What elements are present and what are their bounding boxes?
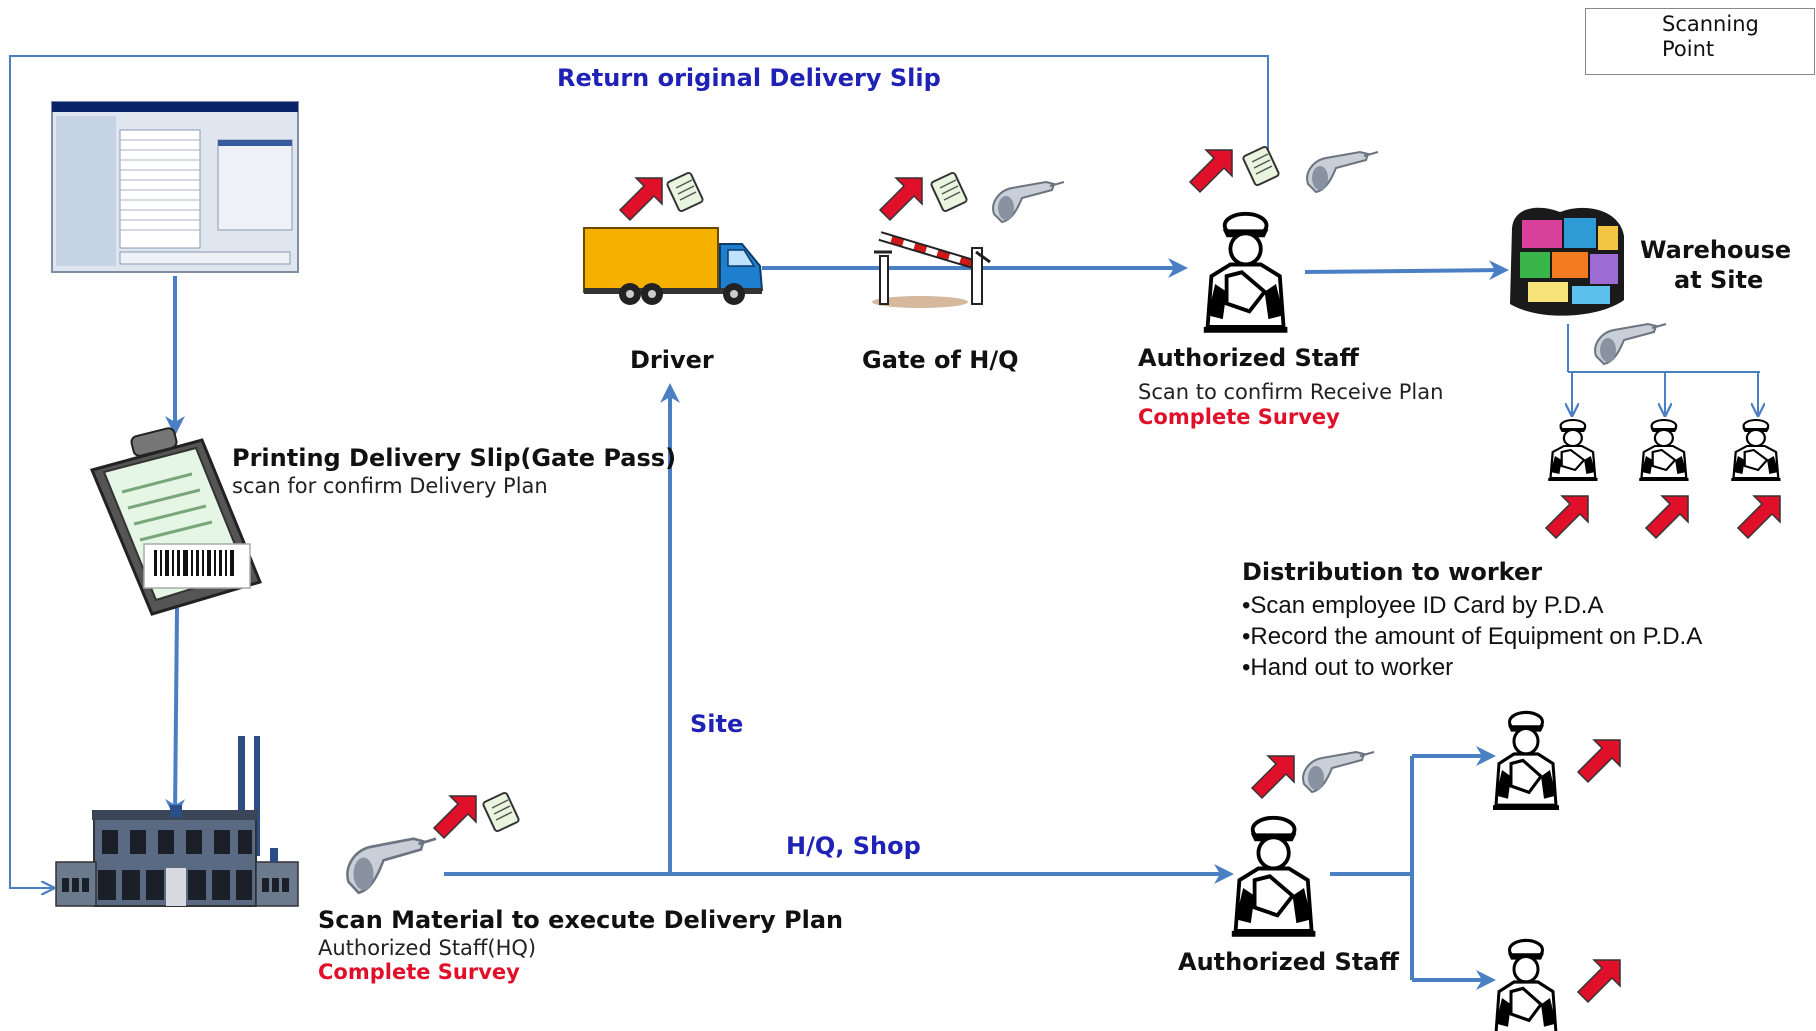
- warehouse-label-line1: Warehouse: [1640, 236, 1792, 264]
- scanning-point-arrow-icon: [1577, 959, 1621, 1003]
- authorized-staff-top-status: Complete Survey: [1138, 405, 1340, 429]
- distribution-title: Distribution to worker: [1242, 558, 1543, 586]
- printing-slip-subtitle: scan for confirm Delivery Plan: [232, 474, 548, 498]
- distribution-item: Scan employee ID Card by P.D.A: [1242, 590, 1603, 621]
- edge-slip-to-factory: [165, 607, 186, 819]
- computer-screen-image: [51, 101, 299, 273]
- gate-label: Gate of H/Q: [862, 346, 1019, 374]
- hq-shop-label: H/Q, Shop: [786, 832, 921, 860]
- site-worker-2: [1638, 418, 1690, 483]
- scanning-point-arrow-icon: [619, 177, 663, 221]
- site-worker-3: [1730, 418, 1782, 483]
- factory-image: [55, 736, 299, 907]
- scan-material-title: Scan Material to execute Delivery Plan: [318, 906, 844, 934]
- scanning-point-arrow-icon: [1189, 149, 1233, 193]
- scanning-point-arrow-icon: [879, 177, 923, 221]
- warehouse-image: [1510, 207, 1624, 316]
- scanning-point-arrow-icon: [1577, 739, 1621, 783]
- warehouse-label-line2: at Site: [1674, 266, 1764, 294]
- site-worker-1: [1547, 418, 1599, 483]
- legend-label: Scanning Point: [1662, 12, 1759, 61]
- scanning-point-arrow-icon: [433, 795, 477, 839]
- gate-barrier-image: [872, 231, 991, 308]
- printing-slip-title: Printing Delivery Slip(Gate Pass): [232, 444, 677, 472]
- delivery-slip-icon: [929, 171, 969, 213]
- delivery-slip-icon: [665, 171, 705, 213]
- delivery-truck-image: [583, 227, 764, 305]
- hq-worker-top: [1491, 710, 1561, 812]
- distribution-item: Record the amount of Equipment on P.D.A: [1242, 621, 1702, 652]
- return-slip-label: Return original Delivery Slip: [557, 64, 941, 92]
- authorized-staff-top-title: Authorized Staff: [1138, 344, 1359, 372]
- authorized-staff-bottom-title: Authorized Staff: [1178, 948, 1399, 976]
- return-slip-path: [9, 55, 1269, 888]
- scanning-point-arrow-icon: [1251, 755, 1295, 799]
- delivery-slip-icon: [481, 791, 521, 833]
- authorized-staff-top-figure: [1201, 211, 1290, 335]
- scan-material-status: Complete Survey: [318, 960, 520, 984]
- distribution-item: Hand out to worker: [1242, 652, 1453, 683]
- barcode-scanner-icon: [346, 837, 438, 895]
- scanning-point-arrow-icon: [1737, 495, 1781, 539]
- authorized-staff-bottom-figure: [1229, 815, 1318, 939]
- barcode-scanner-icon: [1594, 323, 1667, 365]
- scan-material-subtitle: Authorized Staff(HQ): [318, 936, 537, 960]
- driver-label: Driver: [630, 346, 714, 374]
- edge-staff-to-warehouse: [1304, 260, 1509, 281]
- barcode-scanner-icon: [1302, 751, 1375, 793]
- delivery-slip-clipboard-image: [89, 427, 263, 616]
- legend: Scanning Point: [1585, 8, 1815, 75]
- hq-worker-bottom: [1491, 938, 1561, 1031]
- barcode-scanner-icon: [992, 181, 1065, 223]
- scanning-point-arrow-icon: [1645, 495, 1689, 539]
- barcode-scanner-icon: [1306, 151, 1379, 193]
- authorized-staff-top-subtitle: Scan to confirm Receive Plan: [1138, 380, 1444, 404]
- site-label: Site: [690, 710, 744, 738]
- scanning-point-arrow-icon: [1545, 495, 1589, 539]
- delivery-slip-icon: [1241, 145, 1281, 187]
